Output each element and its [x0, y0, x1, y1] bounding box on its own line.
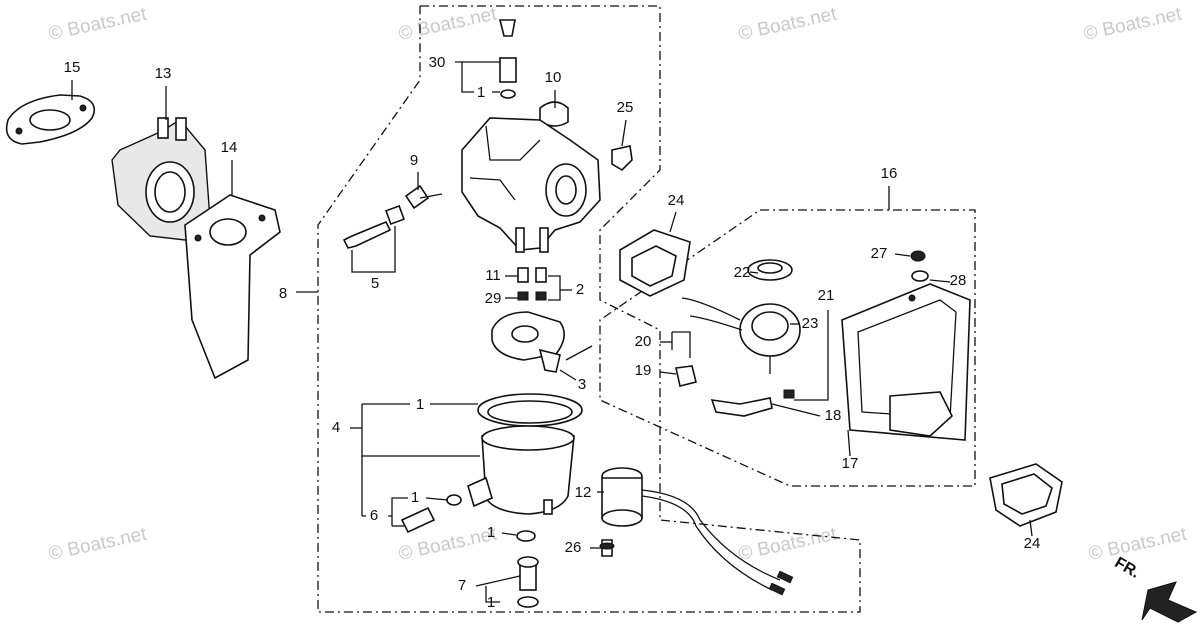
gasket-14 — [184, 194, 281, 380]
watermark: © Boats.net — [1087, 524, 1189, 565]
cover-group-boundary — [599, 209, 976, 487]
fitting-25 — [611, 145, 633, 172]
part-22 — [747, 259, 793, 281]
carburetor-body — [461, 117, 601, 253]
callout-30: 30 — [429, 54, 446, 71]
callout-13: 13 — [155, 65, 172, 82]
leader-lines — [71, 61, 1033, 603]
callout-15: 15 — [64, 59, 81, 76]
callout-9: 9 — [410, 152, 418, 169]
jets-group — [517, 267, 547, 301]
callout-19: 19 — [635, 362, 652, 379]
callout-24: 24 — [1024, 535, 1041, 552]
drain-screw-6 — [400, 494, 462, 534]
callout-7: 7 — [458, 577, 466, 594]
callout-1: 1 — [477, 84, 485, 101]
callout-14: 14 — [221, 139, 238, 156]
callout-23: 23 — [802, 315, 819, 332]
float-bowl-4 — [467, 393, 583, 515]
solenoid-12 — [601, 467, 794, 596]
gasket-24-lower — [989, 463, 1063, 527]
watermark: © Boats.net — [47, 4, 149, 45]
watermark: © Boats.net — [397, 4, 499, 45]
watermark: © Boats.net — [737, 4, 839, 45]
callout-21: 21 — [818, 287, 835, 304]
callout-16: 16 — [881, 165, 898, 182]
coil-21 — [681, 297, 801, 374]
callout-11: 11 — [485, 267, 501, 284]
callout-26: 26 — [565, 539, 582, 556]
callout-18: 18 — [825, 407, 842, 424]
callout-4: 4 — [332, 419, 340, 436]
callout-17: 17 — [842, 455, 859, 472]
callout-1: 1 — [487, 594, 495, 611]
callout-1: 1 — [487, 524, 495, 541]
callout-20: 20 — [635, 333, 652, 350]
bolt-7 — [517, 556, 539, 608]
pilot-screw-5 — [342, 205, 405, 249]
callout-29: 29 — [485, 290, 502, 307]
callout-2: 2 — [576, 281, 584, 298]
callout-12: 12 — [575, 484, 592, 501]
gasket-15 — [5, 94, 96, 145]
callout-1: 1 — [416, 396, 424, 413]
watermark: © Boats.net — [737, 524, 839, 565]
callout-22: 22 — [734, 264, 751, 281]
callout-24: 24 — [668, 192, 685, 209]
callout-28: 28 — [950, 272, 967, 289]
screw-30 — [498, 19, 517, 99]
watermark: © Boats.net — [47, 524, 149, 565]
front-direction-indicator: FR. — [1112, 554, 1198, 623]
insulator-13 — [111, 117, 211, 241]
watermark: © Boats.net — [1082, 4, 1184, 45]
clip-19 — [675, 365, 697, 387]
screw-26 — [599, 539, 615, 557]
callout-10: 10 — [545, 69, 562, 86]
screw-9 — [404, 184, 443, 210]
carburetor-group-boundary — [317, 5, 861, 613]
float-3 — [491, 311, 593, 373]
washer-1 — [516, 530, 536, 542]
callout-25: 25 — [617, 99, 634, 116]
callout-8: 8 — [279, 285, 287, 302]
callout-1: 1 — [411, 489, 419, 506]
gasket-24-upper — [619, 229, 691, 297]
part-20 — [671, 331, 691, 358]
callout-27: 27 — [871, 245, 888, 262]
cover-17 — [841, 283, 971, 441]
bracket-18 — [710, 389, 795, 417]
callout-6: 6 — [370, 507, 378, 524]
callout-5: 5 — [371, 275, 379, 292]
washer-28 — [911, 270, 929, 282]
nut-27 — [910, 250, 926, 262]
callout-3: 3 — [578, 376, 586, 393]
